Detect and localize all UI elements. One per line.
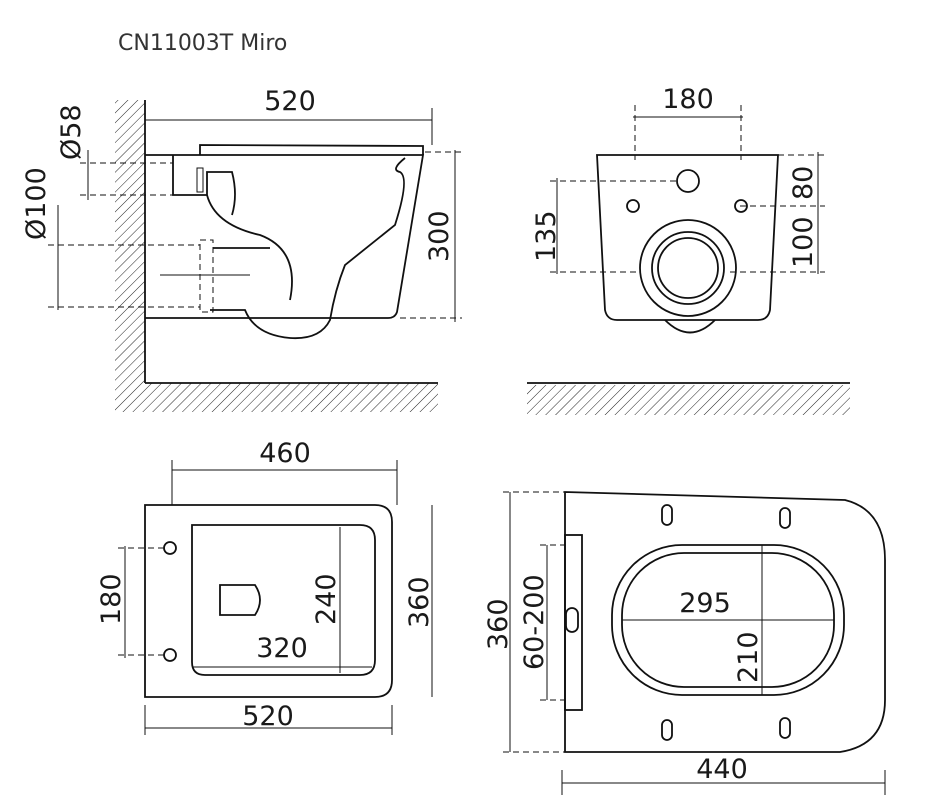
bowl-width-label: 240 [311,573,342,625]
inlet-diameter-label: Ø58 [56,104,87,160]
floor-hatch-front [527,385,850,415]
side-width-label: 520 [264,86,316,117]
seat-width-label: 360 [483,598,514,650]
front-outlet-height-label: 135 [531,210,562,262]
opening-width-label: 210 [733,631,764,683]
hinge-range-label: 60-200 [519,574,550,670]
product-title: CN11003T Miro [118,31,287,56]
seat-length-label: 440 [696,754,748,785]
top-depth-label: 360 [404,576,435,628]
floor-hatch [145,383,438,412]
side-height-label: 300 [424,210,455,262]
wall-hatch [115,100,145,412]
seat-view: 295 210 360 60-200 440 [483,491,886,795]
top-mount-spacing-label: 180 [96,573,127,625]
front-view: 180 135 80 100 [527,84,850,415]
seat-outline [564,491,886,753]
front-mount-offset-label: 100 [788,216,819,268]
opening-length-label: 295 [679,588,731,619]
outlet-diameter-label: Ø100 [21,167,52,240]
top-outline [144,504,393,698]
top-length-label: 520 [242,701,294,732]
bowl-length-label: 320 [256,633,308,664]
toilet-body-outline [145,154,425,319]
front-inlet-offset-label: 80 [788,166,819,200]
top-width-label: 460 [259,438,311,469]
top-view: 460 180 240 360 320 520 [96,438,435,735]
side-view: 520 Ø58 Ø100 300 [21,86,462,412]
front-spacing-label: 180 [662,84,714,115]
front-outline [596,154,779,321]
